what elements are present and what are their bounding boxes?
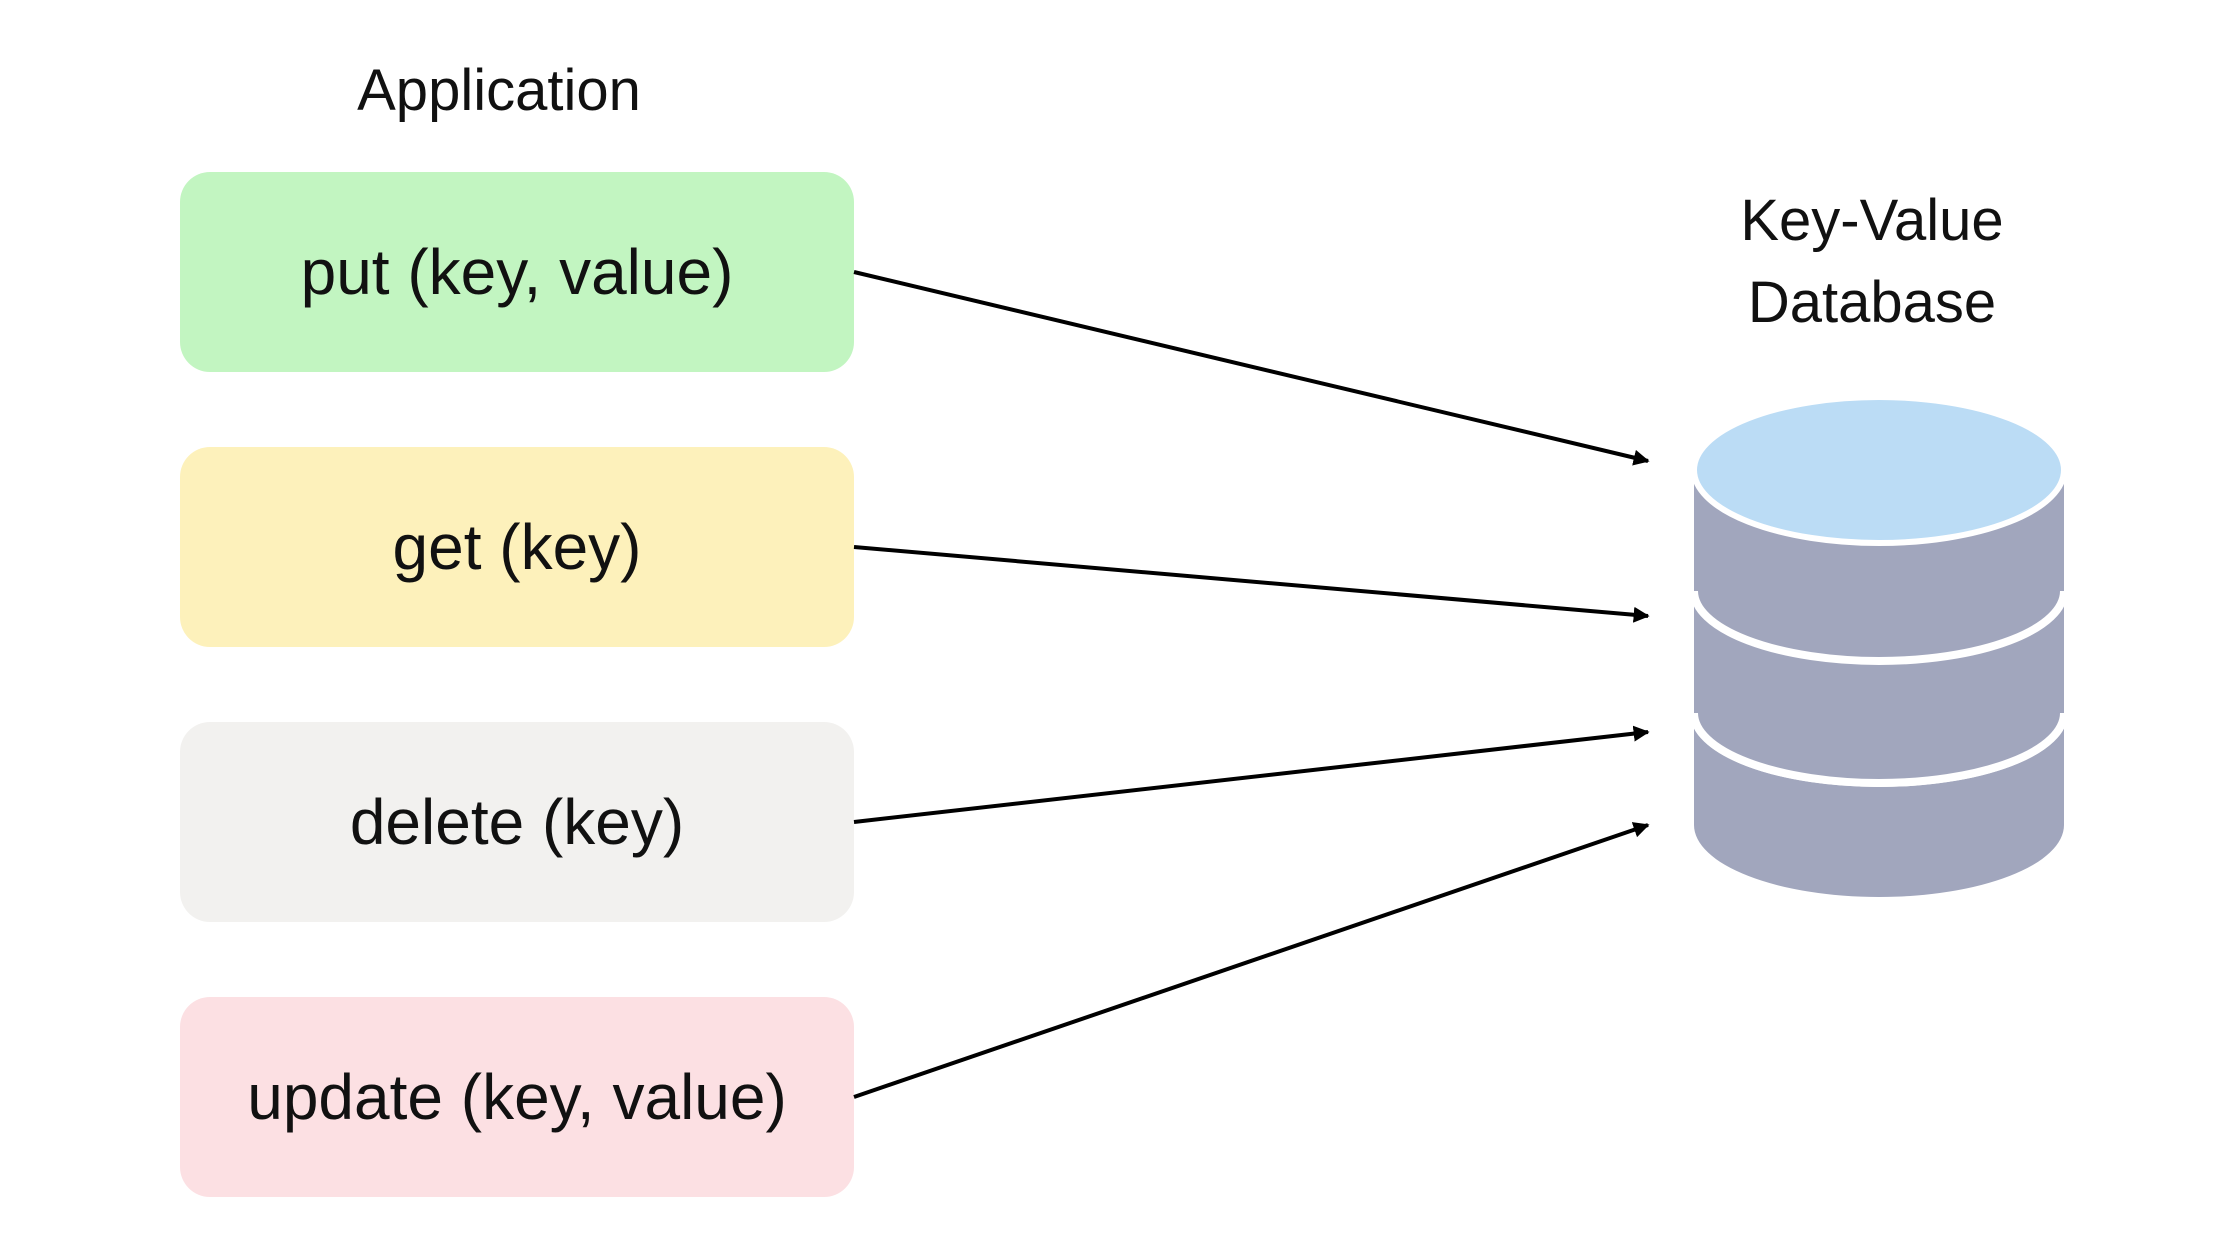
arrow-put — [853, 270, 1650, 466]
database-segment-bottom — [1690, 639, 2068, 897]
database-title-line2: Database — [1747, 270, 1997, 335]
arrow-get — [853, 545, 1650, 623]
database-top-cap — [1691, 394, 2067, 546]
database-title-line1: Key-Value — [1740, 188, 2004, 253]
database-title: Key-Value Database — [1672, 180, 2072, 344]
arrow-update — [853, 822, 1650, 1099]
operation-box-put: put (key, value) — [180, 172, 854, 372]
application-title: Application — [357, 58, 641, 123]
operation-box-get: get (key) — [180, 447, 854, 647]
database-segment-middle — [1690, 591, 2068, 787]
operation-box-update: update (key, value) — [180, 997, 854, 1197]
operation-box-delete: delete (key) — [180, 722, 854, 922]
arrow-delete — [853, 725, 1650, 824]
database-segment-top — [1690, 470, 2068, 665]
